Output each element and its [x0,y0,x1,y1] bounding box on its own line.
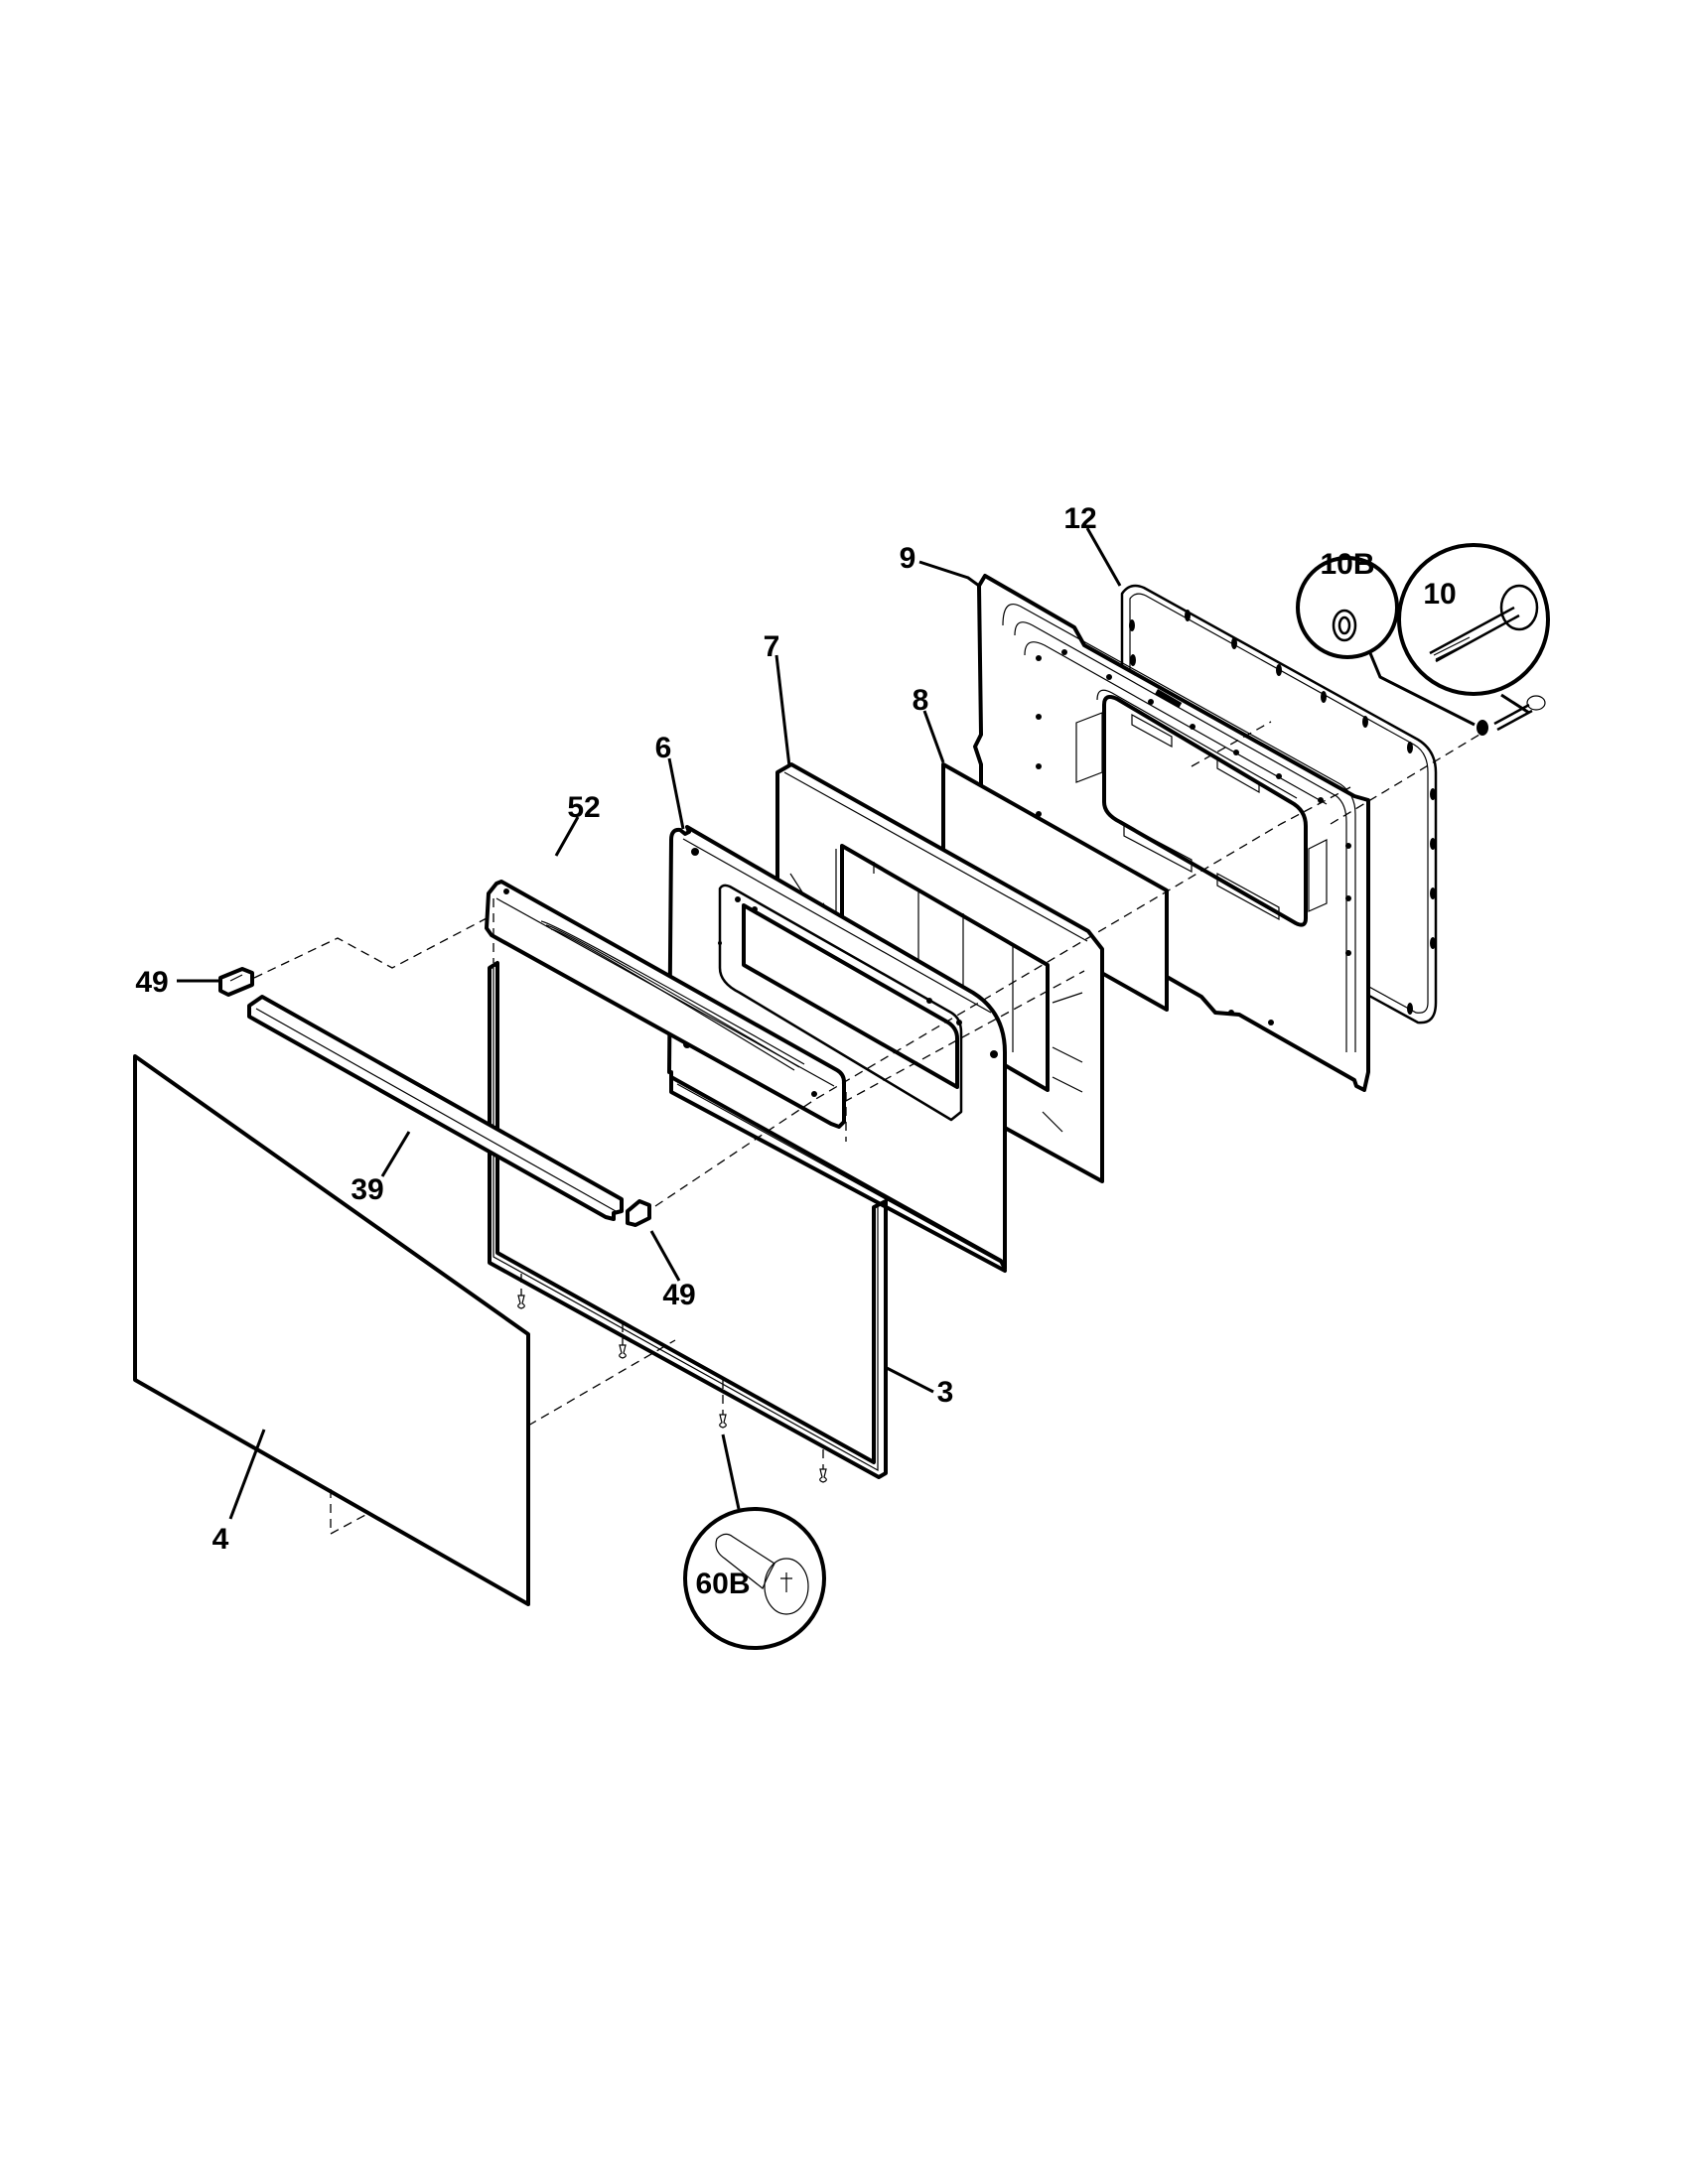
callout-60b-screw: 60B [683,1433,826,1650]
part-3-door-frame [488,961,888,1479]
label-39: 39 [351,1173,383,1206]
part-49-end-cap-right [626,1199,651,1227]
label-4: 4 [212,1523,229,1556]
label-52: 52 [567,791,600,824]
label-49-right: 49 [662,1279,695,1311]
assembly-lines [253,721,1480,1536]
part-39-trim-strip [247,995,624,1221]
label-49-left: 49 [135,966,168,999]
label-7: 7 [764,630,780,663]
screw-markers [517,1274,827,1483]
label-8: 8 [913,684,929,717]
label-10b: 10B [1320,548,1374,581]
part-52-handle-trim [485,880,846,1129]
label-10: 10 [1423,578,1456,611]
callout-10b-washer: 10B [1296,548,1476,727]
part-4-outer-glass [133,1054,530,1606]
leader-lines [177,527,1122,1520]
part-8-inner-glass [941,762,1169,1012]
label-6: 6 [655,732,672,764]
part-49-end-cap-left [218,967,254,997]
label-60b: 60B [695,1568,750,1600]
label-3: 3 [937,1376,954,1409]
callout-10-screw: 10 [1397,543,1550,715]
label-9: 9 [900,542,916,575]
label-12: 12 [1063,502,1096,535]
part-labels: 9 12 7 8 6 52 49 39 49 3 4 [135,502,1096,1556]
part-6-inner-panel [667,825,1007,1273]
